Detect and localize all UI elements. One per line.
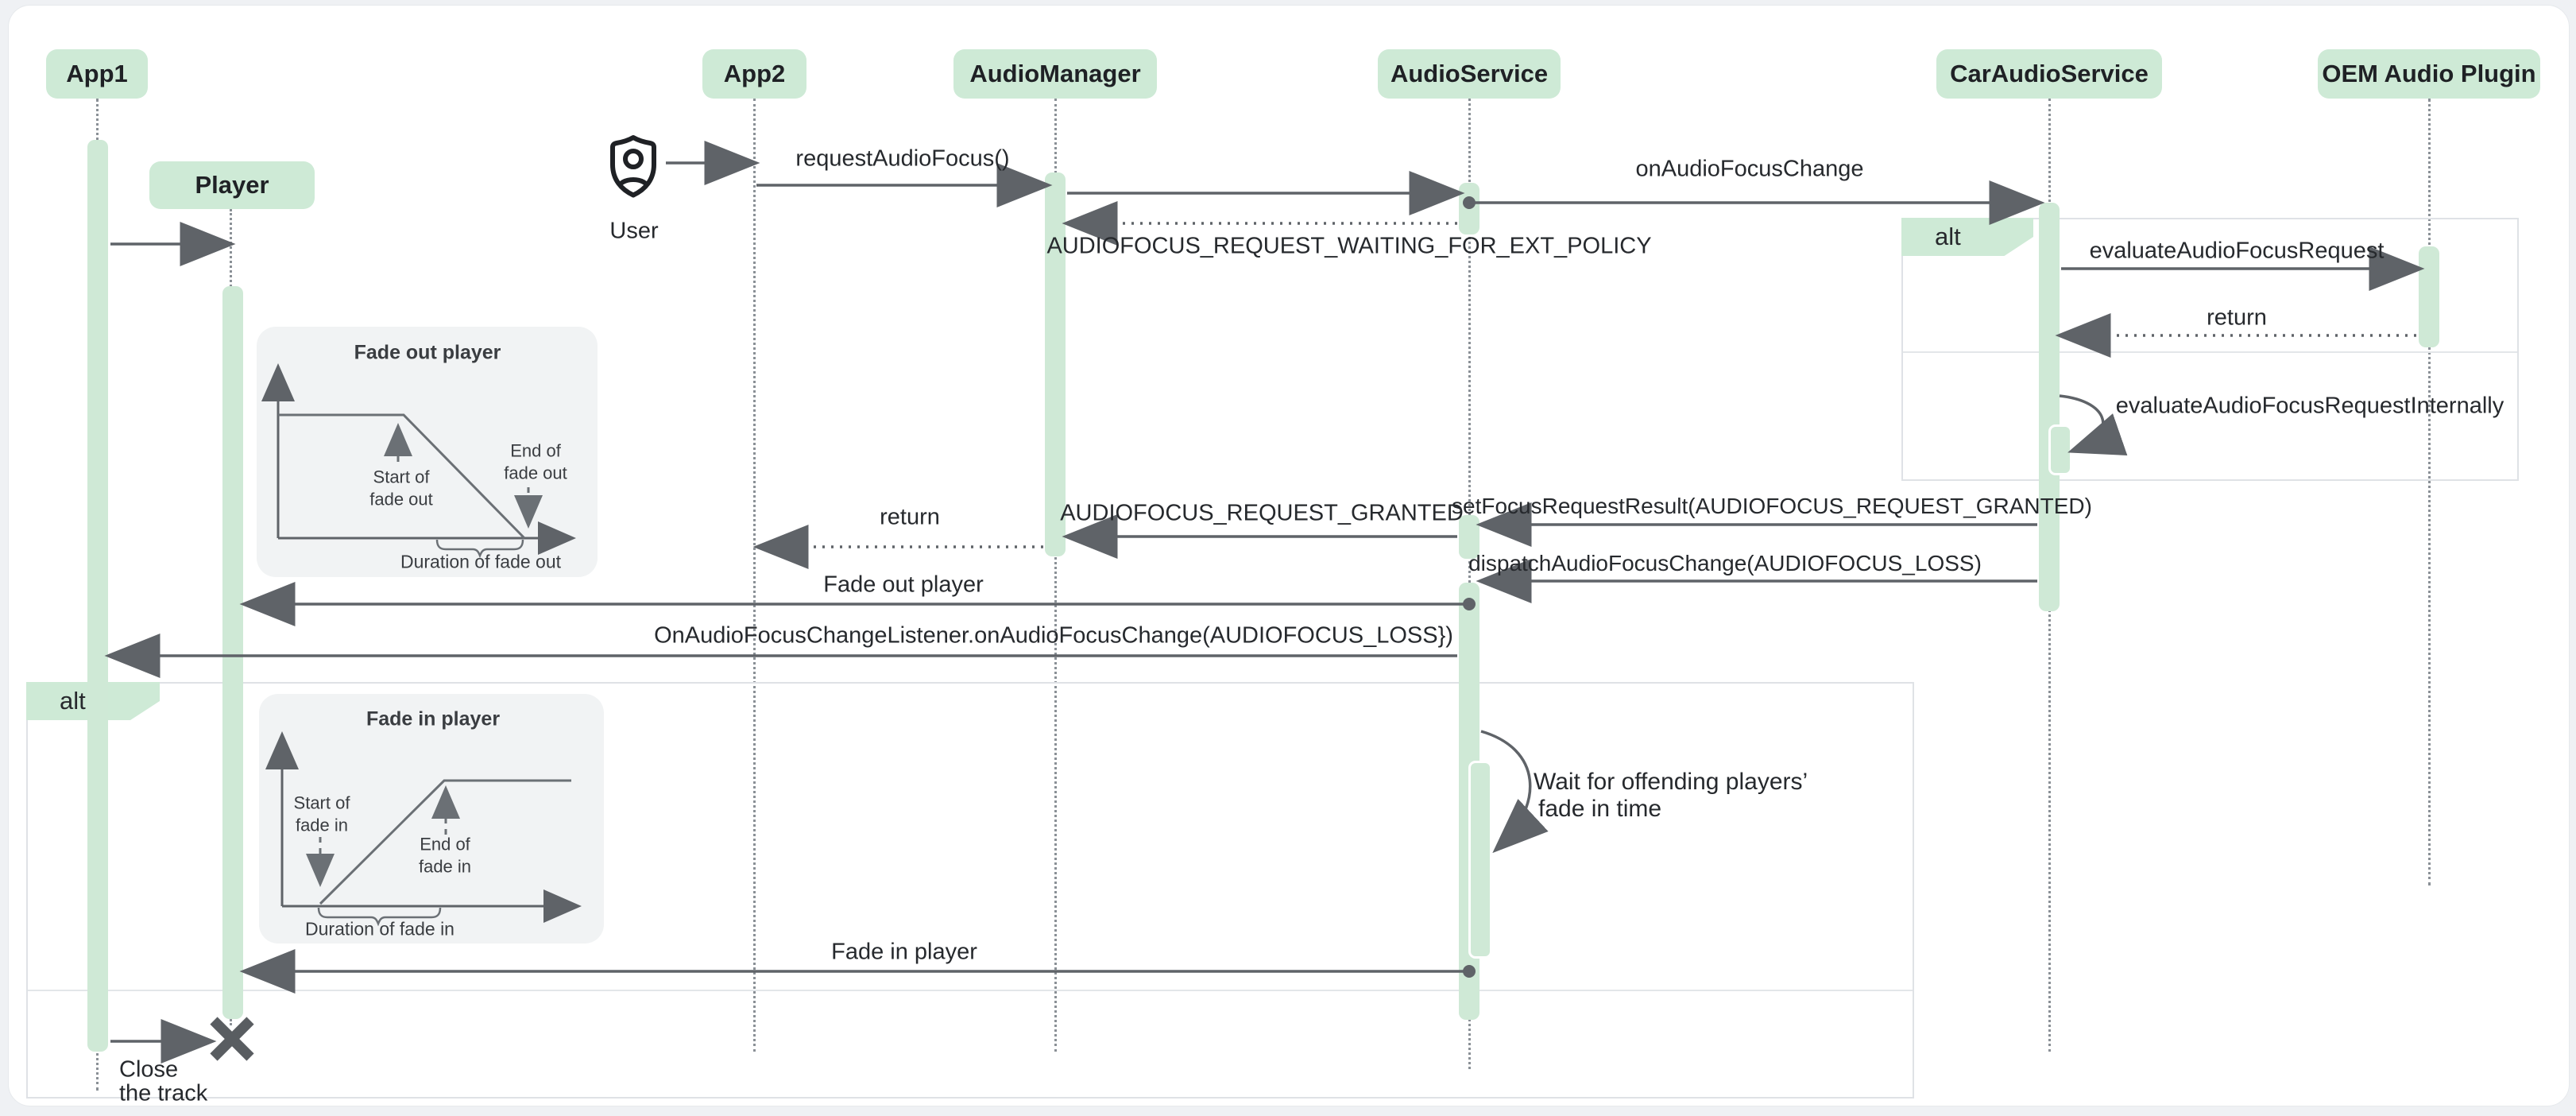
arrow-evaluate-internally-self: [2059, 394, 2128, 455]
participant-oem-audio-plugin: OEM Audio Plugin: [2318, 49, 2540, 99]
user-icon: [610, 135, 656, 198]
fade-in-duration-label: Duration of fade in: [305, 918, 454, 940]
label-fade-out-player: Fade out player: [823, 572, 984, 598]
label-waiting-policy: AUDIOFOCUS_REQUEST_WAITING_FOR_EXT_POLIC…: [1046, 233, 1652, 259]
fade-out-chart: [261, 363, 576, 559]
label-evaluate-internally: evaluateAudioFocusRequestInternally: [2115, 393, 2504, 419]
fade-out-end-label: End of fade out: [504, 440, 567, 483]
participant-audioservice: AudioService: [1378, 49, 1561, 99]
activation-app1: [87, 140, 108, 1052]
label-on-focus-change-listener: OnAudioFocusChangeListener.onAudioFocusC…: [654, 622, 1453, 649]
fade-in-title: Fade in player: [366, 707, 501, 730]
lifeline-oem-audio-plugin: [2427, 99, 2431, 885]
arrow-wait-self-call: [1480, 730, 1549, 854]
label-set-focus-result: setFocusRequestResult(AUDIOFOCUS_REQUEST…: [1452, 494, 2092, 518]
participant-app1: App1: [46, 49, 148, 99]
fade-in-end-label: End of fade in: [418, 834, 472, 877]
participant-player: Player: [149, 161, 315, 209]
label-return-right: return: [2207, 304, 2267, 331]
activation-player: [222, 286, 243, 1019]
label-granted: AUDIOFOCUS_REQUEST_GRANTED: [1060, 500, 1464, 526]
label-user: User: [609, 218, 659, 244]
alt-label-left-text: alt: [60, 687, 86, 715]
fade-out-start-label: Start of fade out: [369, 467, 433, 510]
label-return-left: return: [880, 504, 940, 530]
participant-caraudioservice: CarAudioService: [1936, 49, 2162, 99]
fade-in-chart: [265, 731, 582, 927]
activation-caraudioservice: [2039, 203, 2060, 611]
fade-in-inset: Fade in player Start of fade in End of f…: [259, 694, 604, 944]
label-evaluate-request: evaluateAudioFocusRequest: [2089, 238, 2385, 264]
label-dispatch-change: dispatchAudioFocusChange(AUDIOFOCUS_LOSS…: [1468, 551, 1982, 575]
lifeline-audiomanager: [1054, 99, 1057, 1052]
label-close-line2: the track: [119, 1080, 208, 1106]
label-on-audio-focus-change: onAudioFocusChange: [1635, 156, 1864, 182]
fade-out-duration-label: Duration of fade out: [400, 551, 562, 572]
alt-label-right-text: alt: [1935, 223, 1961, 250]
participant-app2: App2: [702, 49, 806, 99]
activation-audioservice-nested: [1468, 761, 1492, 959]
destroy-x-icon: [210, 1017, 254, 1061]
participant-audiomanager: AudioManager: [953, 49, 1157, 99]
label-wait-line1: Wait for offending players’: [1534, 769, 1808, 795]
label-fade-in-player: Fade in player: [831, 939, 977, 965]
lifeline-app2: [753, 99, 756, 1052]
label-close-line1: Close: [119, 1056, 179, 1083]
fade-out-inset: Fade out player Start of fade out End of…: [257, 327, 598, 577]
alt-separator-left: [28, 990, 1913, 991]
label-request-audio-focus: requestAudioFocus(): [795, 145, 1010, 172]
fade-out-title: Fade out player: [354, 341, 501, 364]
label-wait-line2: fade in time: [1538, 796, 1662, 822]
alt-separator-right: [1903, 351, 2517, 353]
fade-in-start-label: Start of fade in: [293, 792, 350, 835]
